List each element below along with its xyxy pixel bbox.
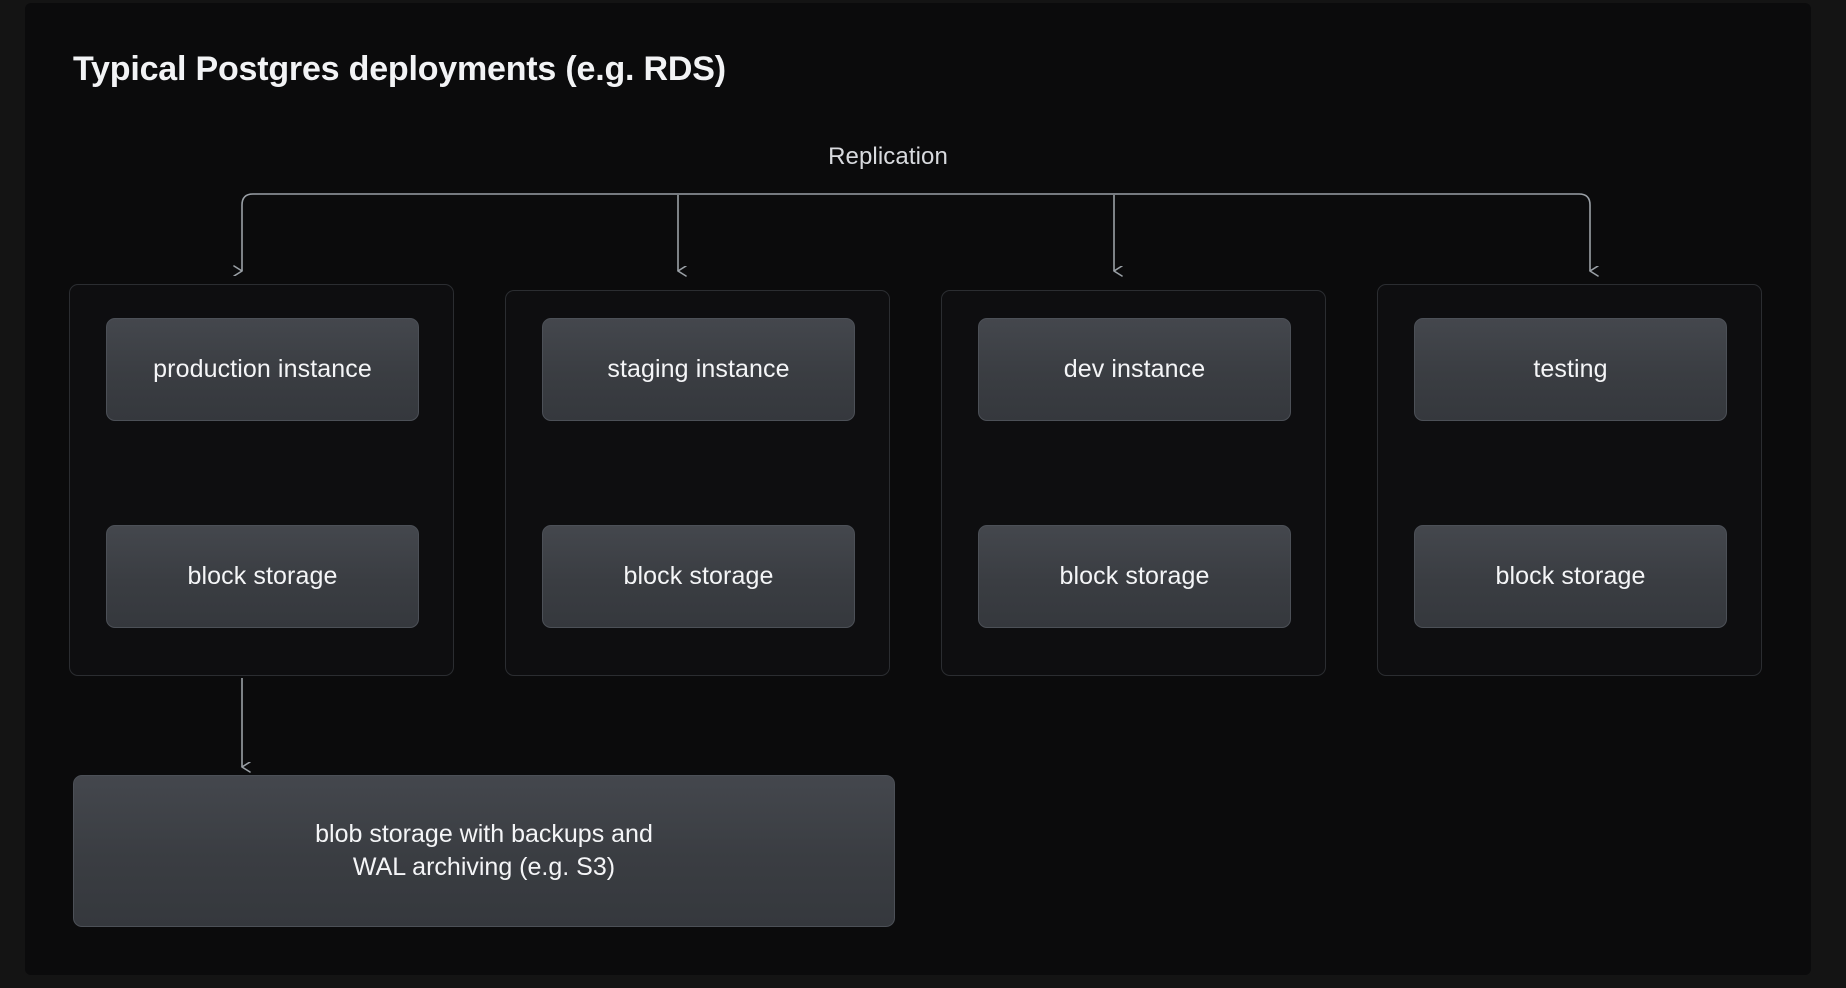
node-staging-block-storage[interactable]: block storage bbox=[542, 525, 855, 628]
node-label: production instance bbox=[153, 355, 372, 383]
diagram-canvas: Typical Postgres deployments (e.g. RDS) … bbox=[25, 3, 1811, 975]
blob-storage-line-2: WAL archiving (e.g. S3) bbox=[352, 853, 616, 881]
deployment-group-testing[interactable]: testing block storage bbox=[1377, 284, 1762, 676]
page-title: Typical Postgres deployments (e.g. RDS) bbox=[73, 50, 726, 88]
node-blob-storage[interactable]: blob storage with backups and WAL archiv… bbox=[73, 775, 895, 927]
node-label: block storage bbox=[1495, 562, 1646, 590]
replication-label: Replication bbox=[828, 143, 948, 170]
node-dev-block-storage[interactable]: block storage bbox=[978, 525, 1291, 628]
node-label: block storage bbox=[623, 562, 774, 590]
replication-bus-line bbox=[242, 193, 1590, 271]
node-testing-instance[interactable]: testing bbox=[1414, 318, 1727, 421]
node-dev-instance[interactable]: dev instance bbox=[978, 318, 1291, 421]
node-label: testing bbox=[1533, 355, 1608, 383]
deployment-group-staging[interactable]: staging instance block storage bbox=[505, 290, 890, 676]
node-staging-instance[interactable]: staging instance bbox=[542, 318, 855, 421]
deployment-group-dev[interactable]: dev instance block storage bbox=[941, 290, 1326, 676]
node-production-block-storage[interactable]: block storage bbox=[106, 525, 419, 628]
node-production-instance[interactable]: production instance bbox=[106, 318, 419, 421]
node-label: block storage bbox=[1059, 562, 1210, 590]
deployment-group-production[interactable]: production instance block storage bbox=[69, 284, 454, 676]
node-label: staging instance bbox=[607, 355, 790, 383]
node-testing-block-storage[interactable]: block storage bbox=[1414, 525, 1727, 628]
node-label: dev instance bbox=[1063, 355, 1206, 383]
blob-storage-line-1: blob storage with backups and bbox=[315, 820, 653, 848]
node-label: block storage bbox=[187, 562, 338, 590]
